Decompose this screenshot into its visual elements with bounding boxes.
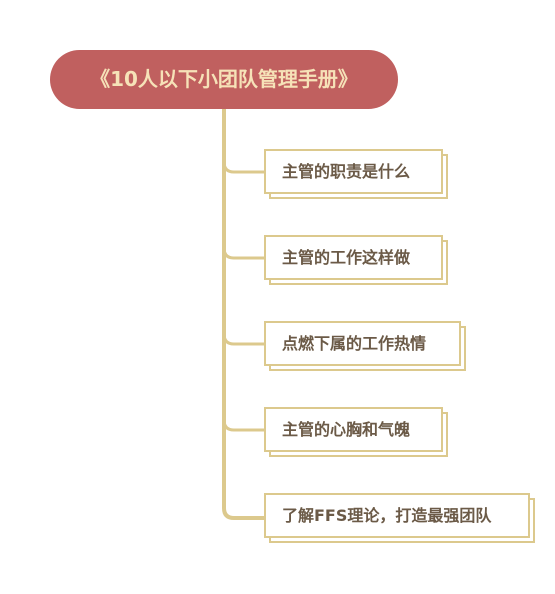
connector-trunk xyxy=(222,107,266,520)
branch-topic-4[interactable]: 主管的心胸和气魄 xyxy=(264,407,448,457)
branch-label: 点燃下属的工作热情 xyxy=(264,321,461,366)
branch-label: 主管的心胸和气魄 xyxy=(264,407,443,452)
connector-branch-4 xyxy=(222,419,264,432)
connector-branch-1 xyxy=(222,161,264,174)
branch-label: 主管的工作这样做 xyxy=(264,235,443,280)
branch-topic-5[interactable]: 了解FFS理论，打造最强团队 xyxy=(264,493,535,543)
branch-topic-3[interactable]: 点燃下属的工作热情 xyxy=(264,321,466,371)
branch-topic-1[interactable]: 主管的职责是什么 xyxy=(264,149,448,199)
connector-branch-3 xyxy=(222,333,264,346)
connector-branch-2 xyxy=(222,247,264,260)
branch-topic-2[interactable]: 主管的工作这样做 xyxy=(264,235,448,285)
root-topic[interactable]: 《10人以下小团队管理手册》 xyxy=(50,50,398,109)
branch-label: 主管的职责是什么 xyxy=(264,149,443,194)
branch-label: 了解FFS理论，打造最强团队 xyxy=(264,493,530,538)
